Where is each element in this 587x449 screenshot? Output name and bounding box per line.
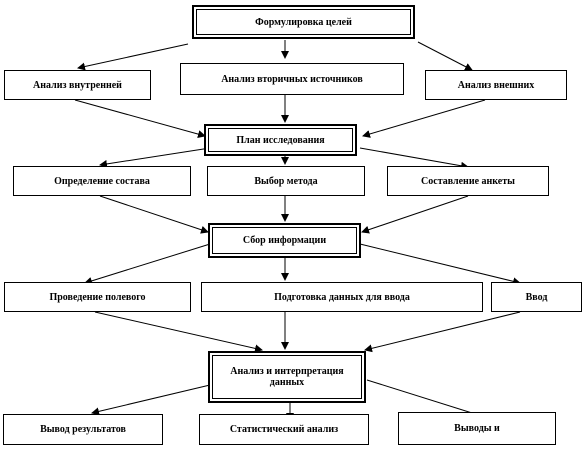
questionnaire-label: Составление анкеты (421, 175, 515, 187)
conclusions-box: Выводы и (398, 412, 556, 445)
field-work-box: Проведение полевого (4, 282, 191, 312)
field-work-label: Проведение полевого (49, 291, 146, 303)
statistical-analysis-box: Статистический анализ (199, 414, 369, 445)
data-input-label: Ввод (525, 291, 548, 303)
goals-box: Формулировка целей (192, 5, 415, 39)
arrow-plan-sample (99, 147, 211, 168)
results-output-box: Вывод результатов (3, 414, 163, 445)
goals-label: Формулировка целей (255, 16, 352, 28)
arrow-internal-plan (74, 99, 206, 138)
method-choice-label: Выбор метода (254, 175, 318, 187)
data-collection-box: Сбор информации (208, 223, 361, 258)
internal-analysis-box: Анализ внутренней (4, 70, 151, 100)
arrow-external-plan (362, 99, 486, 138)
questionnaire-box: Составление анкеты (387, 166, 549, 196)
statistical-analysis-label: Статистический анализ (229, 424, 339, 435)
arrow-field-analysis (94, 311, 263, 353)
arrow-plan-questionnaire (359, 147, 469, 170)
arrow-goals-external (417, 41, 473, 71)
sample-definition-box: Определение состава (13, 166, 191, 196)
conclusions-label: Выводы и (454, 423, 500, 434)
arrow-sample-collection (99, 195, 209, 234)
research-plan-box: План исследования (204, 124, 357, 156)
analysis-interpretation-label: Анализ и интерпретация данных (230, 366, 344, 388)
data-collection-label: Сбор информации (242, 235, 327, 246)
arrow-analysis-conclusions (366, 379, 489, 420)
secondary-sources-box: Анализ вторичных источников (180, 63, 404, 95)
arrow-questionnaire-collection (361, 195, 469, 234)
sample-definition-label: Определение состава (54, 175, 150, 187)
external-analysis-box: Анализ внешних (425, 70, 567, 100)
external-analysis-label: Анализ внешних (457, 79, 535, 91)
method-choice-box: Выбор метода (207, 166, 365, 196)
data-preparation-label: Подготовка данных для ввода (274, 291, 410, 303)
arrow-collection-field (84, 243, 211, 285)
research-plan-label: План исследования (236, 134, 325, 146)
results-output-label: Вывод результатов (40, 424, 126, 435)
secondary-sources-label: Анализ вторичных источников (221, 73, 363, 85)
arrow-goals-internal (77, 43, 189, 71)
data-preparation-box: Подготовка данных для ввода (201, 282, 483, 312)
arrow-collection-input (359, 243, 521, 286)
arrow-input-analysis (364, 311, 521, 353)
data-input-box: Ввод (491, 282, 582, 312)
analysis-interpretation-box: Анализ и интерпретация данных (208, 351, 366, 403)
arrow-analysis-results (91, 384, 211, 416)
internal-analysis-label: Анализ внутренней (33, 79, 122, 91)
